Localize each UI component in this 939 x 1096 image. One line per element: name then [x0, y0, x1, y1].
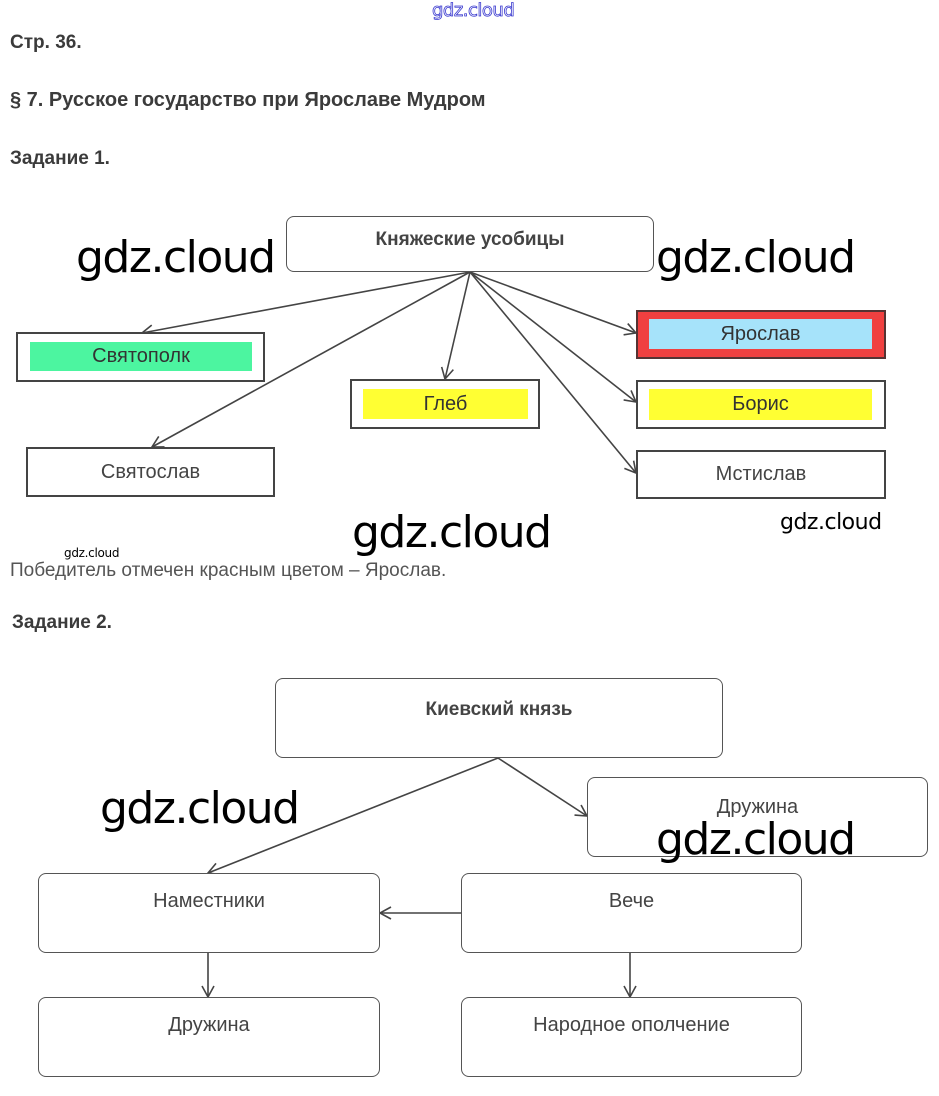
- node-label-mstislav: Мстислав: [715, 463, 807, 485]
- arrow-to-mstislav: [469, 271, 638, 475]
- node-veche: Вече: [461, 873, 802, 953]
- task2-title: Задание 2.: [12, 612, 112, 633]
- arrow-to-druzhina-top: [497, 757, 589, 817]
- section-title: § 7. Русское государство при Ярославе Му…: [10, 89, 486, 111]
- node-label-svyatopolk: Святополк: [30, 342, 252, 371]
- node-narodnoe-opolchenie: Народное ополчение: [461, 997, 802, 1077]
- node-gleb: Глеб: [350, 379, 540, 429]
- watermark: gdz.cloud: [656, 814, 856, 865]
- node-mstislav: Мстислав: [636, 450, 886, 499]
- node-svyatoslav: Святослав: [26, 447, 275, 497]
- watermark-top: gdz.cloud: [432, 0, 516, 21]
- watermark: gdz.cloud: [64, 546, 120, 560]
- node-label-boris: Борис: [649, 389, 872, 420]
- node-druzhina-bottom: Дружина: [38, 997, 380, 1077]
- page-number: Стр. 36.: [10, 32, 82, 53]
- node-label: Княжеские усобицы: [375, 229, 565, 250]
- node-namestniki: Наместники: [38, 873, 380, 953]
- node-label-gleb: Глеб: [363, 389, 528, 419]
- node-label: Народное ополчение: [533, 1014, 730, 1036]
- watermark: gdz.cloud: [656, 232, 856, 283]
- node-label: Дружина: [168, 1014, 250, 1036]
- arrow-to-yaroslav: [469, 271, 638, 336]
- node-label-yaroslav: Ярослав: [649, 319, 872, 349]
- node-label: Киевский князь: [425, 699, 573, 720]
- node-label: Вече: [608, 890, 655, 912]
- watermark: gdz.cloud: [352, 507, 552, 558]
- node-druzhina-top: Дружина: [587, 777, 928, 857]
- node-yaroslav: Ярослав: [636, 310, 886, 359]
- node-knyazheskie-usobitsy: Княжеские усобицы: [286, 216, 654, 272]
- node-label: Наместники: [153, 890, 265, 912]
- watermark: gdz.cloud: [100, 783, 300, 834]
- arrow-to-gleb: [440, 271, 471, 381]
- node-label-svyatoslav: Святослав: [100, 460, 201, 483]
- task1-title: Задание 1.: [10, 148, 110, 169]
- node-kievskiy-knyaz: Киевский князь: [275, 678, 723, 758]
- node-label: Дружина: [716, 796, 799, 818]
- task1-answer: Победитель отмечен красным цветом – Ярос…: [10, 560, 447, 581]
- node-svyatopolk: Святополк: [16, 332, 265, 382]
- watermark: gdz.cloud: [780, 510, 882, 535]
- node-boris: Борис: [636, 380, 886, 429]
- watermark: gdz.cloud: [76, 232, 276, 283]
